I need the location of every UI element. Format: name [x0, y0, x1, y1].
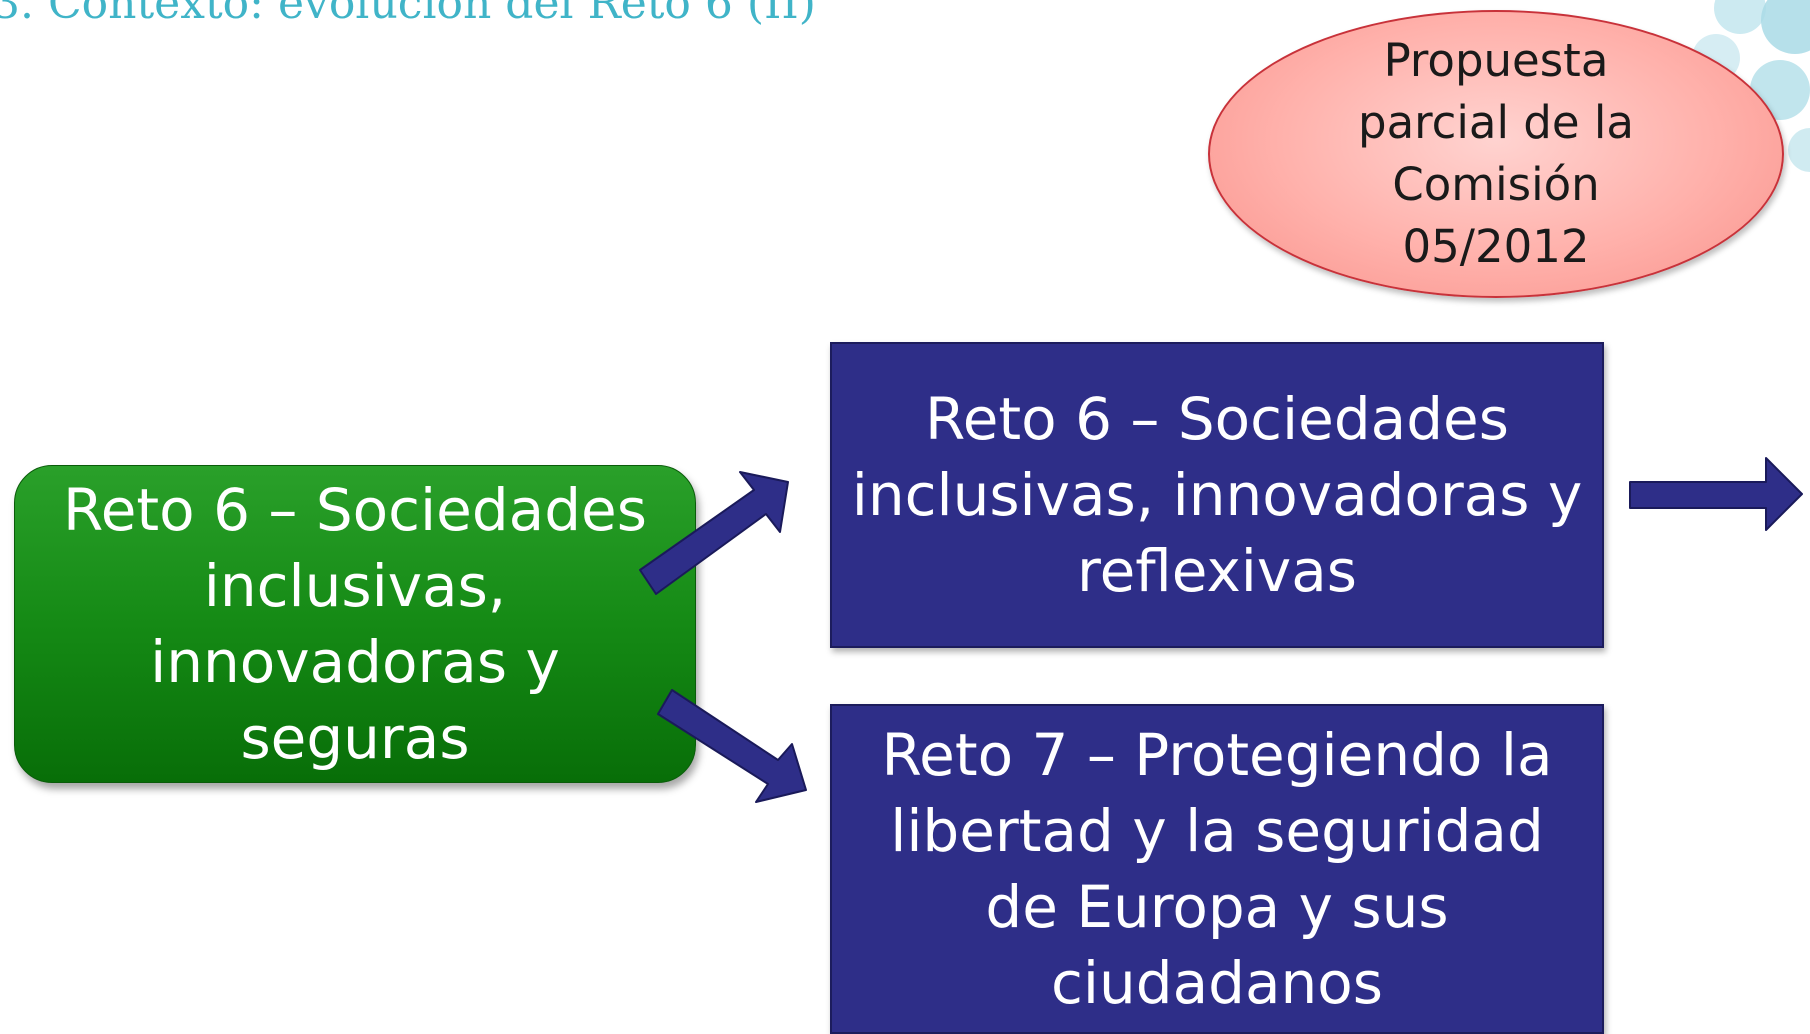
page-title: 3. Contexto: evolución del Reto 6 (II) — [0, 0, 816, 29]
arrow-right-icon — [1629, 457, 1803, 531]
proposal-ellipse: Propuesta parcial de la Comisión 05/2012 — [1208, 10, 1784, 298]
proposal-label: Propuesta parcial de la Comisión 05/2012 — [1358, 34, 1634, 273]
source-challenge-label: Reto 6 – Sociedades inclusivas, innovado… — [63, 476, 647, 772]
target-challenge-box-reto6: Reto 6 – Sociedades inclusivas, innovado… — [830, 342, 1604, 648]
target-challenge-label-reto7: Reto 7 – Protegiendo la libertad y la se… — [881, 721, 1553, 1017]
source-challenge-box: Reto 6 – Sociedades inclusivas, innovado… — [14, 465, 696, 783]
target-challenge-label-reto6: Reto 6 – Sociedades inclusivas, innovado… — [851, 385, 1583, 605]
target-challenge-box-reto7: Reto 7 – Protegiendo la libertad y la se… — [830, 704, 1604, 1034]
